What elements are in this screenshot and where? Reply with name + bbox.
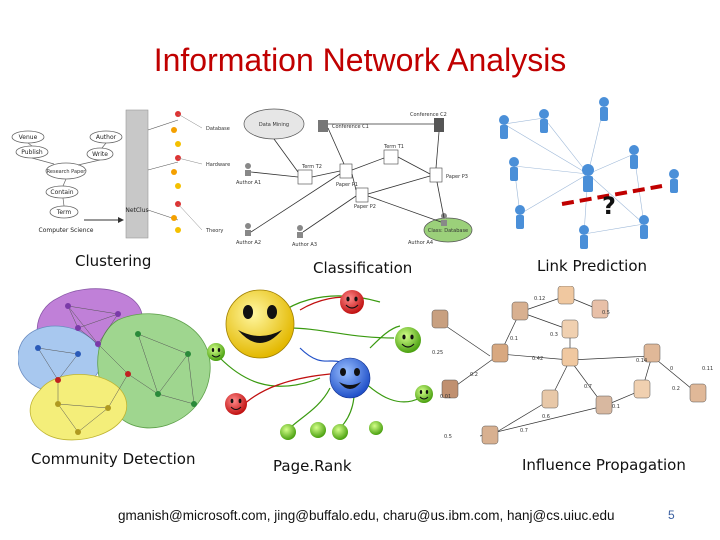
schema-label-computer-science: Computer Science [39, 227, 94, 234]
influence-weight: 0 [670, 366, 673, 372]
panel-label-pagerank: Page.Rank [273, 457, 352, 475]
influence-weight: 0.7 [584, 384, 592, 390]
influence-weight: 0.5 [602, 310, 610, 316]
influence-propagation-diagram: 0.12 0.5 0.3 0.1 0.25 0.42 0.14 0 0.2 0.… [431, 286, 713, 445]
cluster-label-hardware: Hardware [206, 162, 230, 168]
node-term-t1: Term T1 [383, 144, 404, 150]
influence-weight: 0.2 [672, 386, 680, 392]
influence-weight: 0.1 [510, 336, 518, 342]
node-author-a1: Author A1 [236, 180, 261, 186]
slide-title: Information Network Analysis [153, 42, 567, 78]
class-data-mining: Data Mining [259, 122, 289, 128]
influence-weight: 0.11 [702, 366, 713, 372]
schema-node-write: Write [92, 151, 108, 158]
schema-node-author: Author [96, 134, 117, 141]
schema-graph: Venue Publish Research Paper Contain Ter… [11, 130, 123, 234]
cluster-label-database: Database [206, 126, 230, 132]
footer-emails: gmanish@microsoft.com, jing@buffalo.edu,… [118, 508, 615, 523]
node-author-a3: Author A3 [292, 242, 317, 248]
node-author-a2: Author A2 [236, 240, 261, 246]
influence-weight: 0.01 [440, 394, 451, 400]
influence-weight: 0.6 [542, 414, 550, 420]
schema-node-term: Term [56, 209, 72, 216]
node-author-a4: Author A4 [408, 240, 433, 246]
cluster-trees: Database Hardware Theory [147, 111, 230, 234]
node-conference-c2: Conference C2 [410, 112, 447, 118]
influence-weight: 0.3 [550, 332, 558, 338]
influence-weight: 0.12 [534, 296, 545, 302]
influence-weight: 0.14 [636, 358, 647, 364]
page-number: 5 [668, 508, 675, 522]
panel-label-community-detection: Community Detection [31, 450, 196, 468]
link-prediction-question-mark: ? [602, 192, 616, 220]
node-term-t2: Term T2 [301, 164, 322, 170]
influence-weight: 0.25 [432, 350, 443, 356]
link-prediction-diagram: ? [499, 97, 679, 249]
influence-weight: 0.7 [520, 428, 528, 434]
influence-weight: 0.5 [444, 434, 452, 440]
node-conference-c1: Conference C1 [332, 124, 369, 130]
schema-node-research-paper: Research Paper [47, 169, 87, 175]
node-paper-p3: Paper P3 [446, 174, 468, 180]
class-database: Class: Database [428, 228, 468, 234]
panel-label-influence-propagation: Influence Propagation [522, 456, 686, 474]
panel-label-classification: Classification [313, 259, 413, 277]
panel-label-link-prediction: Link Prediction [537, 257, 648, 275]
influence-weight: 0.42 [532, 356, 543, 362]
influence-weight: 0.1 [612, 404, 620, 410]
cluster-label-theory: Theory [205, 228, 223, 234]
community-detection-diagram [18, 288, 211, 441]
classification-diagram: Data Mining Class: Database Conference C… [236, 108, 473, 248]
schema-node-venue: Venue [19, 134, 38, 141]
node-paper-p2: Paper P2 [354, 204, 376, 210]
netclus-label: NetClus [125, 207, 148, 214]
pagerank-diagram [207, 289, 433, 440]
influence-weight: 0.2 [470, 372, 478, 378]
schema-node-publish: Publish [21, 149, 43, 156]
schema-node-contain: Contain [50, 189, 73, 196]
panel-label-clustering: Clustering [75, 252, 152, 270]
node-paper-p1: Paper P1 [336, 182, 358, 188]
clustering-diagram: Venue Publish Research Paper Contain Ter… [11, 109, 230, 239]
